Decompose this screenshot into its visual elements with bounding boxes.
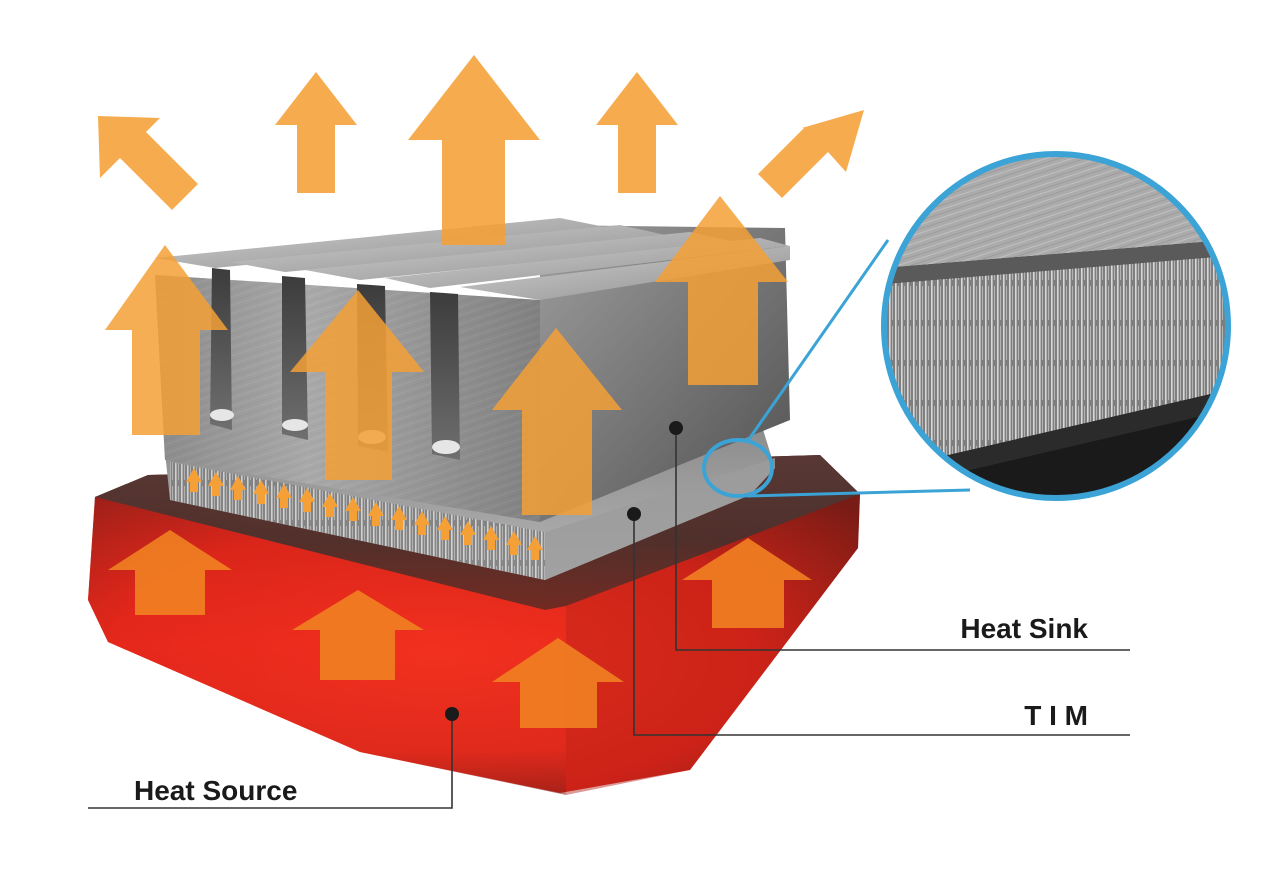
arrow-up-icon [492,638,624,728]
dot-icon [669,421,683,435]
dot-icon [627,507,641,521]
zoom-source-ring [702,438,774,498]
arrow-up-icon [758,110,864,198]
heat-source-arrows [108,530,812,728]
arrow-up-icon [290,290,424,480]
zoom-callout [702,151,1231,501]
dot-icon [445,707,459,721]
arrow-up-icon [98,116,198,210]
heat-source-label: Heat Source [134,775,297,806]
arrow-up-icon [655,196,788,385]
heat-source-leader [88,714,453,809]
arrow-up-icon [108,530,232,615]
top-heat-arrows [98,55,864,245]
heat-sink-label: Heat Sink [960,613,1088,644]
leader-lines [88,428,1130,809]
tim-label: T I M [1024,700,1088,731]
arrow-up-icon [492,328,622,515]
arrow-up-icon [275,72,357,193]
heat-sink-arrows [105,196,788,515]
heat-sink-leader [675,428,1130,651]
arrow-up-icon [292,590,424,680]
tim-leader [633,514,1130,736]
callout-dots [445,421,683,721]
arrow-up-icon [105,245,228,435]
arrow-up-icon [682,538,812,628]
zoom-ring [881,151,1231,501]
tim-heat-arrows [186,468,543,560]
arrow-up-icon [596,72,678,193]
arrow-up-icon [408,55,540,245]
